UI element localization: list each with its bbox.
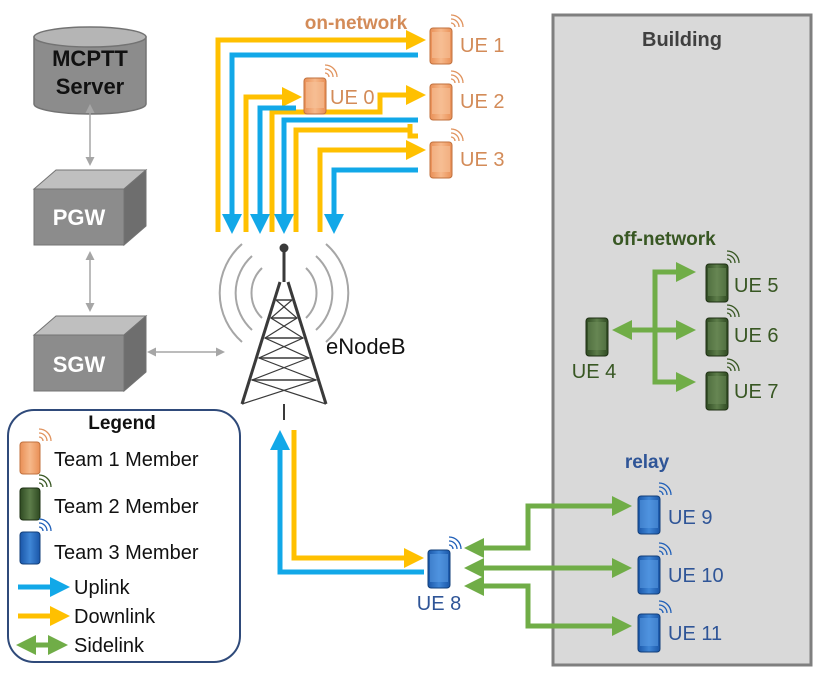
- downlink-arrows: [215, 30, 426, 232]
- ue9-label: UE 9: [668, 507, 712, 529]
- on-network-label: on-network: [305, 13, 408, 34]
- ue7-label: UE 7: [734, 381, 778, 403]
- uplink-arrows: [222, 52, 418, 234]
- sgw-label: SGW: [53, 352, 106, 377]
- sidelink-relay: [464, 496, 632, 636]
- team3-phone-icon: [19, 518, 52, 565]
- building-label: Building: [642, 29, 722, 51]
- ue-phone-icon: [705, 250, 740, 303]
- off-network-label: off-network: [612, 229, 716, 250]
- ue-phone-icon: [429, 14, 464, 65]
- ue-phone-icon: [705, 358, 740, 411]
- ue-phone-icon: [429, 128, 464, 179]
- ue4-label: UE 4: [572, 361, 616, 383]
- ue0-label: UE 0: [330, 87, 374, 109]
- ue8-label: UE 8: [417, 593, 461, 615]
- legend-team2: Team 2 Member: [54, 496, 199, 518]
- sidelink-off-network: [612, 262, 696, 392]
- ue6-label: UE 6: [734, 325, 778, 347]
- legend-team1: Team 1 Member: [54, 449, 199, 471]
- downlink-ue3-connector: [407, 124, 418, 139]
- ue5-label: UE 5: [734, 275, 778, 297]
- ue1-label: UE 1: [460, 35, 504, 57]
- ue-phone-icon: [585, 317, 609, 357]
- ue3-label: UE 3: [460, 149, 504, 171]
- ue2-label: UE 2: [460, 91, 504, 113]
- uplink-ue8: [270, 430, 424, 575]
- mcptt-server: MCPTT Server: [33, 26, 147, 115]
- team1-phone-icon: [19, 428, 52, 475]
- pgw-box: PGW: [32, 168, 148, 247]
- sgw-box: SGW: [32, 314, 148, 393]
- downlink-ue8: [291, 430, 424, 568]
- mcptt-server-label-line2: Server: [56, 74, 125, 99]
- ue10-label: UE 10: [668, 565, 724, 587]
- legend-title: Legend: [88, 413, 156, 434]
- ue-phone-icon: [637, 482, 672, 535]
- relay-label: relay: [625, 452, 670, 473]
- legend-downlink: Downlink: [74, 606, 156, 628]
- ue-phone-icon: [303, 64, 338, 115]
- legend-sidelink: Sidelink: [74, 635, 145, 657]
- legend-team3: Team 3 Member: [54, 542, 199, 564]
- enodeb-label: eNodeB: [326, 334, 406, 359]
- enodeb-tower-icon: [218, 243, 350, 420]
- legend: Legend Team 1 Member Team 2 Member Team …: [7, 409, 241, 663]
- ue-phone-icon: [429, 70, 464, 121]
- ue11-label: UE 11: [668, 623, 722, 645]
- ue-phone-icon: [705, 304, 740, 357]
- pgw-label: PGW: [53, 205, 106, 230]
- ue-phone-icon: [637, 600, 672, 653]
- mcptt-server-label-line1: MCPTT: [52, 46, 128, 71]
- legend-uplink: Uplink: [74, 577, 131, 599]
- team2-phone-icon: [19, 474, 52, 521]
- ue-phone-icon: [427, 536, 462, 589]
- ue-phone-icon: [637, 542, 672, 595]
